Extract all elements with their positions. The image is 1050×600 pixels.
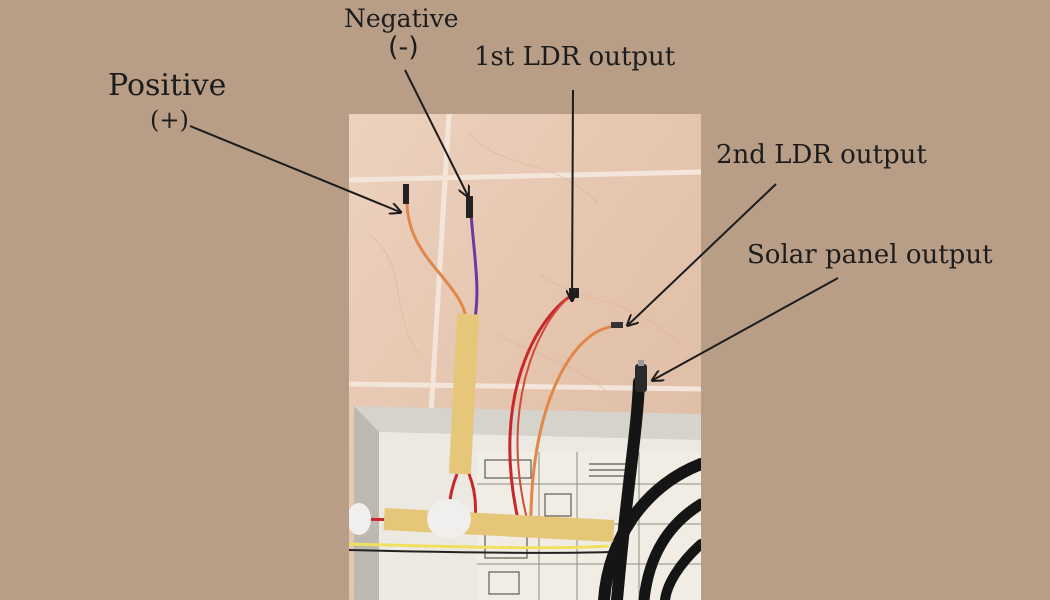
ldr2-wire <box>529 324 618 530</box>
negative-sign-label: (-) <box>388 32 419 63</box>
ldr1-output-label: 1st LDR output <box>474 42 676 72</box>
tape-vertical <box>448 313 480 475</box>
positive-label: Positive <box>108 68 227 103</box>
foam-pad <box>427 499 471 539</box>
ldr2-output-label: 2nd LDR output <box>716 140 927 170</box>
solar-panel-output-label: Solar panel output <box>747 240 993 270</box>
solar-plug <box>635 364 647 392</box>
foam-pad <box>349 503 371 535</box>
black-cable <box>598 376 701 600</box>
circuit-photo <box>349 114 701 600</box>
panel-frame-edge <box>354 406 379 600</box>
positive-sign-label: (+) <box>150 106 189 134</box>
negative-label: Negative <box>344 4 459 33</box>
